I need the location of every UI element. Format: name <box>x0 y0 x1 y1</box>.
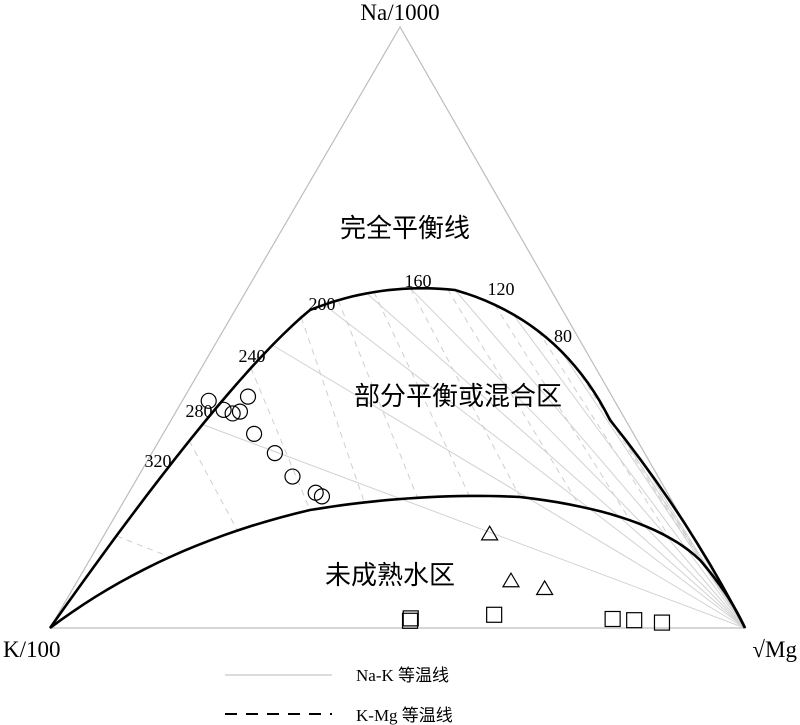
isotherm-label: 280 <box>186 401 213 421</box>
triangle-outline <box>48 25 747 629</box>
circle-marker <box>200 392 217 409</box>
legend-label-kmg: K-Mg 等温线 <box>356 706 453 725</box>
circle-marker <box>245 425 263 442</box>
kmg-isotherm-lines <box>116 288 715 578</box>
full-equilibrium-curve <box>48 286 747 629</box>
kmg-isotherm-line <box>537 330 671 539</box>
nak-isotherm-line <box>366 292 746 629</box>
kmg-isotherm-line <box>574 366 701 561</box>
region-label-partial-equilibrium: 部分平衡或混合区 <box>354 382 562 411</box>
square-marker <box>653 614 671 631</box>
data-points <box>200 388 671 631</box>
isotherm-label: 160 <box>405 271 432 291</box>
partial-equilibrium-curve <box>49 494 747 630</box>
kmg-isotherm-line <box>447 289 581 507</box>
nak-isotherm-line <box>323 304 746 629</box>
circle-marker <box>224 405 241 422</box>
square-marker <box>604 610 621 628</box>
circle-marker <box>313 488 331 505</box>
circle-marker <box>231 403 249 420</box>
kmg-isotherm-line <box>494 304 631 521</box>
triangle-marker <box>501 571 521 588</box>
circle-marker <box>215 401 232 418</box>
nak-isotherm-line <box>202 424 746 629</box>
vertex-label-left: K/100 <box>3 637 61 662</box>
triangle-marker <box>480 525 499 541</box>
isotherm-label: 120 <box>488 279 515 299</box>
nak-isotherm-lines <box>202 288 746 629</box>
kmg-isotherm-line <box>373 291 470 497</box>
nak-isotherm-line <box>410 288 746 629</box>
region-label-immature: 未成熟水区 <box>325 561 455 590</box>
square-marker <box>401 612 419 629</box>
nak-isotherm-line <box>560 350 746 629</box>
legend-label-nak: Na-K 等温线 <box>356 666 449 685</box>
kmg-isotherm-line <box>337 300 418 498</box>
nak-isotherm-line <box>454 289 746 629</box>
vertex-label-right: √Mg <box>752 637 797 662</box>
triangle-marker <box>535 579 554 596</box>
kmg-isotherm-line <box>116 535 171 558</box>
isotherm-label: 240 <box>239 346 266 366</box>
isotherm-label: 200 <box>309 294 336 314</box>
nak-isotherm-line <box>272 344 746 629</box>
isotherm-label: 320 <box>145 451 172 471</box>
region-label-full-equilibrium: 完全平衡线 <box>340 214 470 243</box>
nak-isotherm-line <box>640 460 746 629</box>
isotherm-label: 80 <box>554 326 572 346</box>
circle-marker <box>284 468 301 485</box>
square-marker <box>402 610 419 627</box>
circle-marker <box>266 445 283 462</box>
kmg-isotherm-line <box>250 367 311 511</box>
nak-isotherm-line <box>512 314 746 629</box>
vertex-label-top: Na/1000 <box>360 0 439 25</box>
legend: Na-K 等温线 K-Mg 等温线 <box>225 666 453 725</box>
square-marker <box>486 606 503 623</box>
triangle-frame <box>48 25 747 629</box>
square-marker <box>626 612 643 629</box>
kmg-isotherm-line <box>188 440 238 531</box>
circle-marker <box>239 388 257 405</box>
